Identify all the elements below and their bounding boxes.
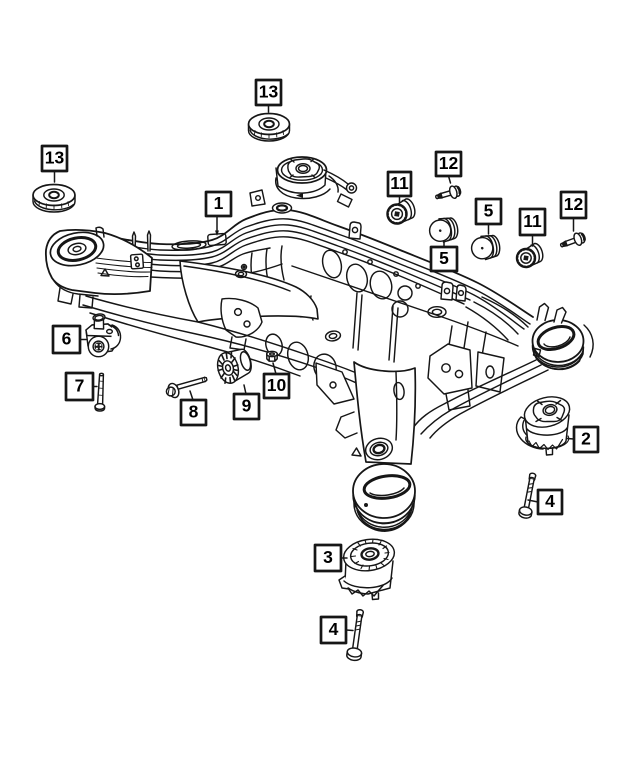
svg-text:11: 11 <box>390 173 409 193</box>
svg-text:13: 13 <box>259 82 279 102</box>
svg-text:1: 1 <box>214 193 224 213</box>
svg-text:9: 9 <box>242 396 252 416</box>
svg-text:4: 4 <box>329 619 339 639</box>
svg-text:2: 2 <box>581 429 591 449</box>
svg-text:5: 5 <box>484 201 494 221</box>
svg-text:4: 4 <box>545 491 555 511</box>
svg-text:8: 8 <box>189 402 199 422</box>
svg-text:10: 10 <box>267 375 287 395</box>
svg-text:12: 12 <box>439 153 459 173</box>
svg-text:5: 5 <box>439 248 449 268</box>
svg-text:12: 12 <box>564 194 584 214</box>
svg-text:7: 7 <box>75 376 85 396</box>
svg-text:13: 13 <box>45 148 65 168</box>
svg-text:11: 11 <box>523 211 542 231</box>
svg-text:6: 6 <box>62 329 72 349</box>
svg-text:3: 3 <box>323 547 333 567</box>
